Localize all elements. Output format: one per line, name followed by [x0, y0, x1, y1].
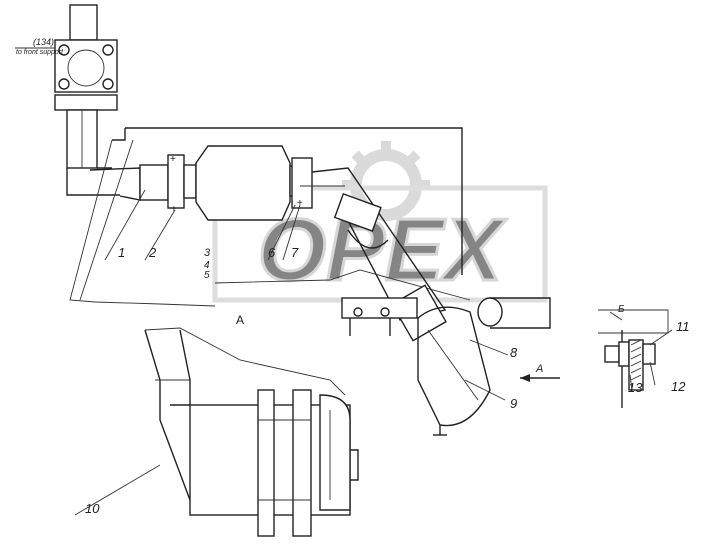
note-top-line2: to front support	[16, 49, 64, 56]
svg-text:+: +	[170, 154, 176, 165]
horizontal-pipe: + + +	[89, 145, 345, 221]
leader-lines	[15, 47, 673, 516]
callout-4: 4	[204, 260, 210, 271]
clamp-assembly	[417, 297, 551, 436]
svg-text:+: +	[171, 204, 177, 215]
note-top-line1: (134)	[33, 37, 54, 47]
callout-numbers: 1 2 3 4 5 6 7 8 9 10 11 12 13	[85, 245, 690, 516]
callout-5: 5	[204, 270, 210, 281]
callout-7: 7	[291, 245, 299, 260]
callout-9: 9	[510, 396, 517, 411]
callout-11: 11	[676, 319, 690, 334]
support-frame	[69, 127, 471, 307]
watermark-gear-icon	[342, 141, 430, 221]
callout-1: 1	[118, 245, 125, 260]
view-label-a: A	[236, 313, 244, 327]
callout-3: 3	[204, 247, 211, 259]
callout-10: 10	[85, 501, 100, 516]
callout-6: 6	[268, 245, 276, 260]
callout-12: 12	[671, 379, 686, 394]
bracket	[341, 297, 418, 336]
view-a	[144, 327, 359, 537]
callout-8: 8	[510, 345, 518, 360]
watermark-text: OPEX	[258, 200, 508, 299]
view-arrow-a	[520, 374, 560, 382]
riser-pipe	[54, 4, 120, 196]
callout-13: 13	[628, 380, 643, 395]
opex-watermark-logo: OPEX	[212, 141, 548, 303]
section-label-b: Б	[618, 304, 625, 315]
callout-2: 2	[148, 245, 157, 260]
svg-text:+: +	[297, 198, 303, 209]
arrow-label-a: A	[535, 363, 543, 375]
section-b-detail	[598, 309, 669, 408]
